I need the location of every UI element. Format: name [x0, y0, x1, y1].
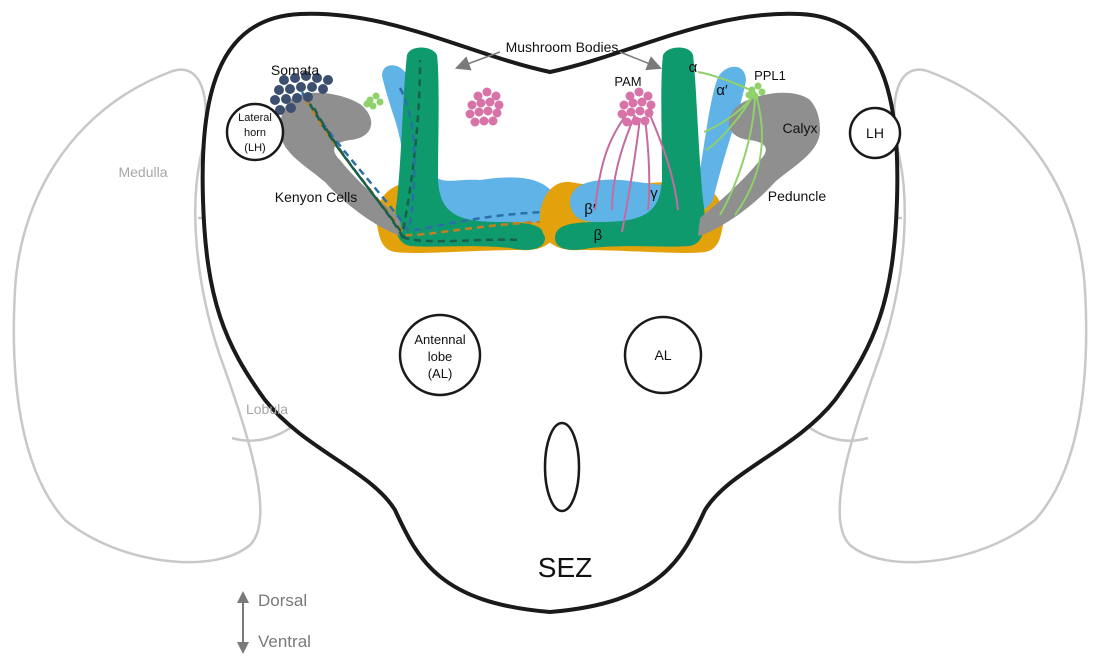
- mushroom-bodies-label: Mushroom Bodies: [506, 39, 619, 55]
- pam-label: PAM: [614, 74, 641, 89]
- antennal-lobe-label-line2: lobe: [428, 349, 453, 364]
- sez-label: SEZ: [538, 552, 592, 583]
- esophagus-opening: [545, 423, 579, 511]
- dorsal-arrow-icon: [237, 591, 249, 603]
- kenyon-cells-label: Kenyon Cells: [275, 189, 358, 205]
- ventral-label: Ventral: [258, 632, 311, 651]
- peduncle-label: Peduncle: [768, 188, 827, 204]
- ventral-arrow-icon: [237, 642, 249, 654]
- lateral-horn-label-line1: Lateral: [238, 112, 272, 124]
- lh-label: LH: [866, 125, 884, 141]
- calyx-label: Calyx: [782, 120, 817, 136]
- al-label: AL: [654, 347, 671, 363]
- lateral-horn-label-line2: horn: [244, 127, 266, 139]
- lateral-horn-label-line3: (LH): [244, 142, 265, 154]
- somata-label: Somata: [271, 62, 319, 78]
- beta-label: β: [594, 227, 603, 244]
- medulla-label: Medulla: [118, 164, 167, 180]
- beta-prime-label: β′: [584, 201, 596, 218]
- antennal-lobe-label-line3: (AL): [428, 366, 453, 381]
- ppl1-label: PPL1: [754, 68, 786, 83]
- lobula-label: Lobula: [246, 401, 288, 417]
- gamma-label: γ: [650, 185, 658, 202]
- dorsal-label: Dorsal: [258, 591, 307, 610]
- alpha-label: α: [689, 59, 698, 76]
- alpha-prime-label: α′: [716, 82, 728, 99]
- antennal-lobe-label-line1: Antennal: [414, 332, 465, 347]
